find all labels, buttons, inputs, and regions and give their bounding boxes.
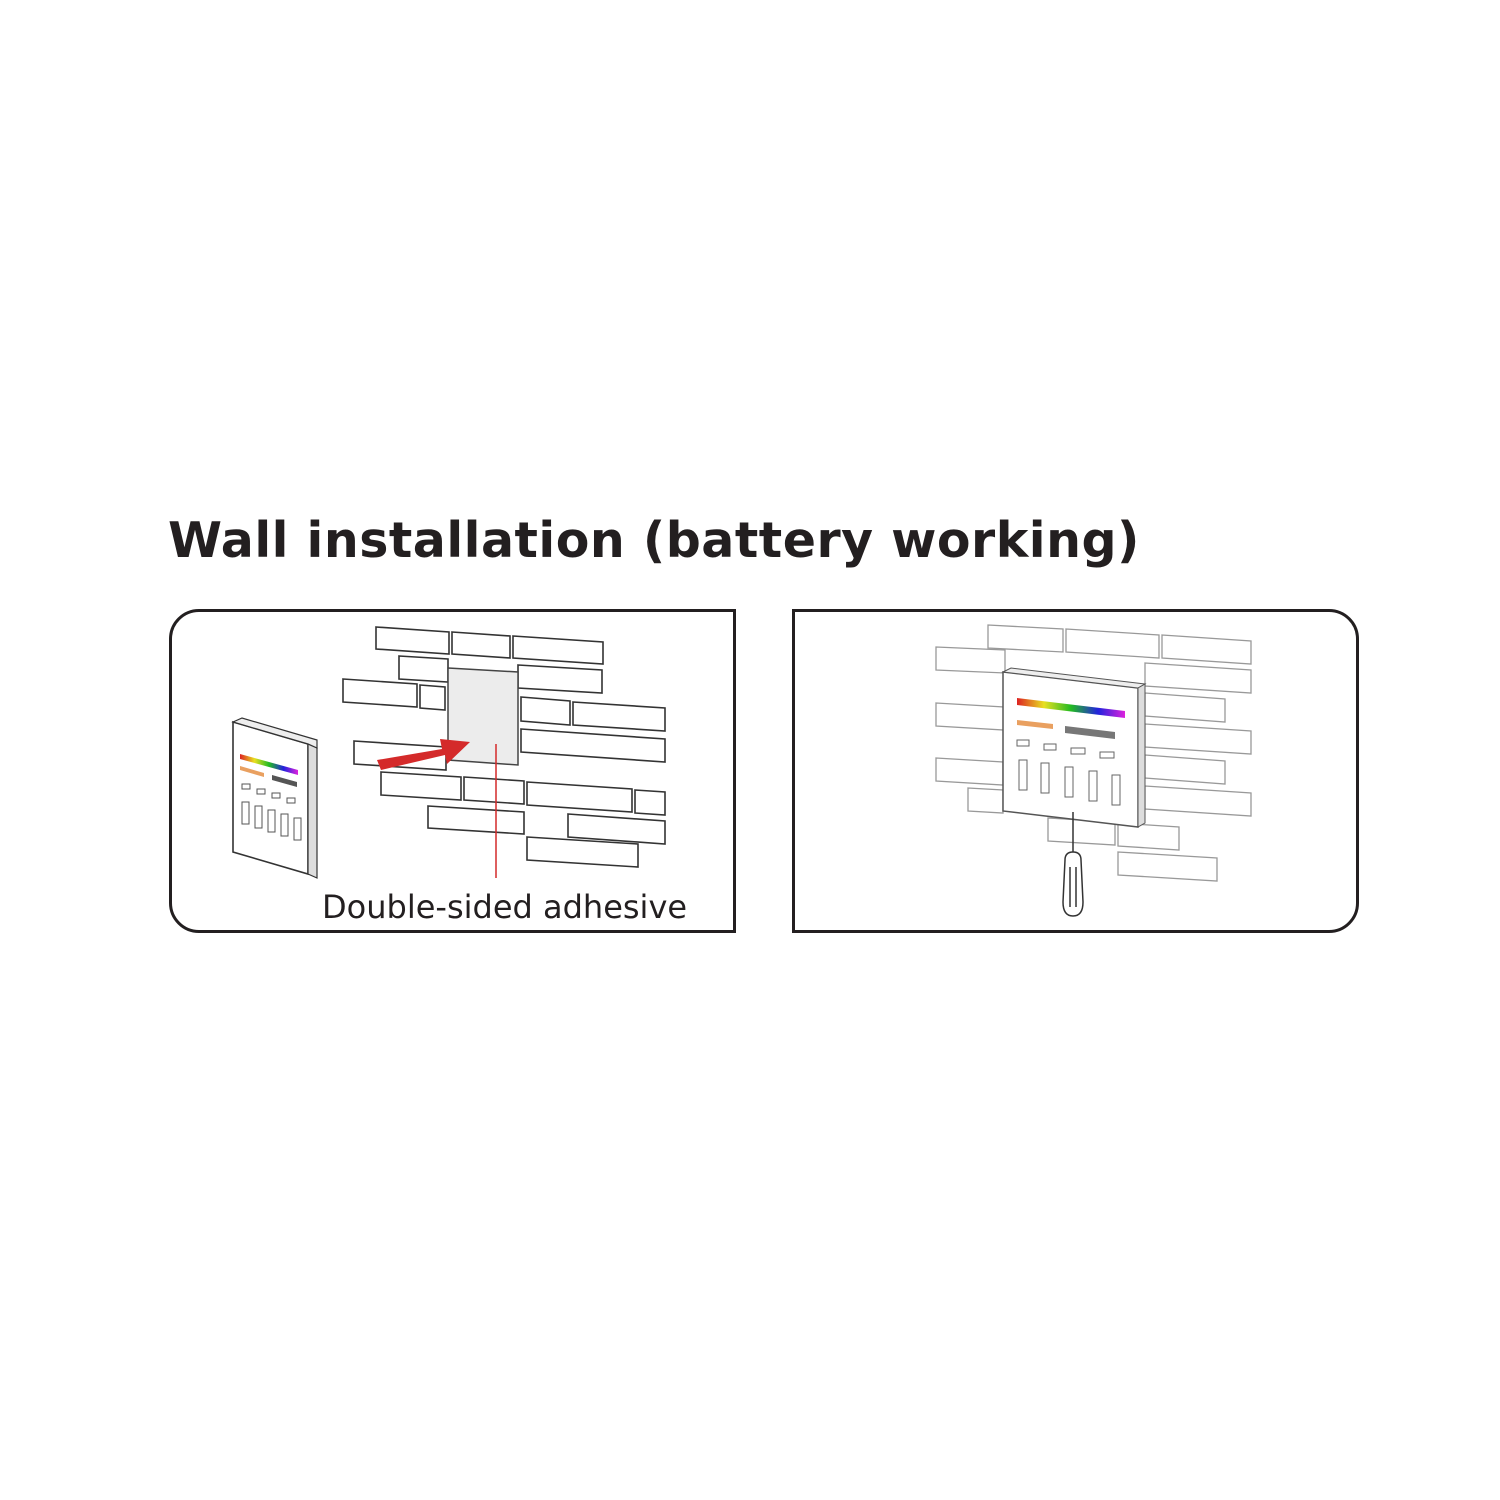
screwdriver-icon <box>1062 812 1084 917</box>
wall-with-mounted-remote-illustration <box>935 624 1252 917</box>
mounted-remote-panel <box>1001 667 1147 828</box>
red-arrow <box>377 739 470 770</box>
screw-installation-panel <box>792 609 1359 933</box>
adhesive-caption: Double-sided adhesive <box>322 888 688 926</box>
remote-panel-device <box>231 717 318 879</box>
adhesive-installation-panel: Double-sided adhesive <box>169 609 736 933</box>
section-title: Wall installation (battery working) <box>168 512 1140 569</box>
wall-with-adhesive-illustration <box>231 626 666 879</box>
adhesive-pad <box>447 667 519 766</box>
